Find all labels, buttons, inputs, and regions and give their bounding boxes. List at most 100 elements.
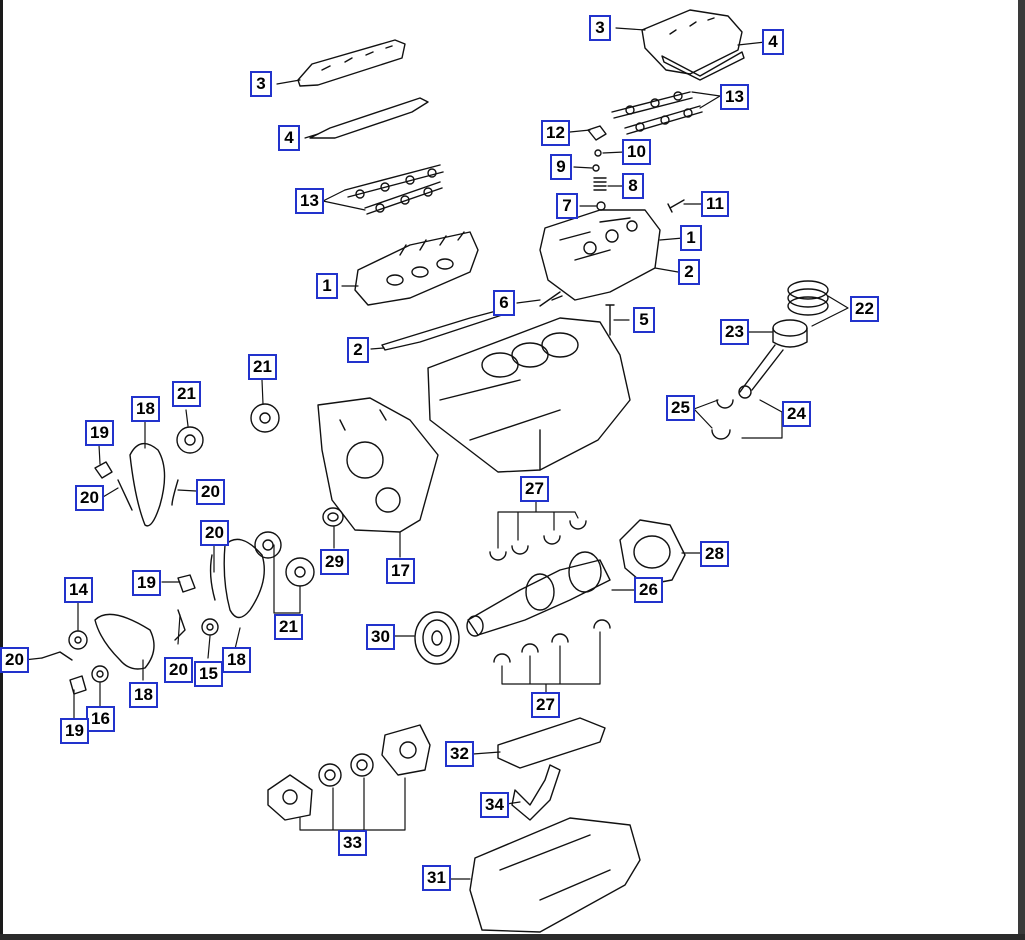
callout-tensioner-upper: 19 (85, 420, 114, 446)
callout-windage-tray: 32 (445, 741, 474, 767)
callout-head-stud: 5 (633, 307, 655, 333)
callout-camshafts-right: 13 (720, 84, 749, 110)
callout-main-bearings-lower: 27 (531, 692, 560, 718)
timing-chain-upper (129, 442, 166, 527)
callout-guide-upper-right: 20 (196, 479, 225, 505)
callout-piston: 23 (720, 319, 749, 345)
chain-guide-middle (209, 554, 216, 601)
callout-tensioner-middle: 19 (132, 570, 161, 596)
callout-timing-chain-upper: 18 (131, 396, 160, 422)
callout-oil-pan: 31 (422, 865, 451, 891)
valve-spring (593, 177, 607, 191)
callout-oil-pump: 33 (338, 830, 367, 856)
cam-sprocket-upper-2 (176, 426, 204, 454)
frame-bottom-border (0, 934, 1025, 940)
valve-cover-gasket-left (309, 97, 429, 139)
callout-idler-sprocket: 14 (64, 577, 93, 603)
oil-pump-housing (267, 774, 313, 821)
idler-sprocket-2 (201, 618, 219, 636)
cylinder-head-left (354, 231, 479, 306)
harmonic-balancer (414, 611, 460, 665)
idler-sprocket (68, 630, 88, 650)
piston (772, 319, 808, 348)
callout-valve: 11 (701, 191, 729, 217)
callout-timing-cover: 17 (386, 558, 415, 584)
callout-rod-bearings: 25 (666, 395, 695, 421)
callout-gasket-right: 4 (762, 29, 784, 55)
callout-valve-retainer: 7 (556, 193, 578, 219)
crankshaft (466, 551, 611, 637)
oil-pickup-tube (511, 764, 561, 821)
chain-guide-upper-right (171, 479, 179, 506)
callout-rocker-arm: 12 (541, 120, 570, 146)
cylinder-head-right (539, 209, 661, 301)
callout-main-bearings-upper: 27 (520, 476, 549, 502)
timing-chain-middle (223, 538, 265, 619)
oil-pump-gear-inner (350, 753, 374, 777)
frame-left-border (0, 0, 3, 940)
callout-cam-sprocket-upper-2: 21 (172, 381, 201, 407)
callout-head-gasket-left: 2 (347, 337, 369, 363)
callout-camshafts-left: 13 (295, 188, 324, 214)
engine-block (427, 317, 631, 473)
callout-valve-lifter: 10 (622, 139, 651, 165)
callout-front-seal: 29 (320, 549, 349, 575)
chain-guide-left (41, 651, 73, 661)
valve-lifter (594, 149, 602, 157)
rear-seal-housing (619, 519, 686, 586)
rocker-arm (587, 125, 607, 141)
connecting-rod (738, 344, 784, 399)
callout-head-gasket-right: 2 (678, 259, 700, 285)
callout-harmonic-balancer: 30 (366, 624, 395, 650)
valve-key (592, 164, 600, 172)
windage-tray (497, 717, 606, 769)
camshafts-left (344, 164, 444, 215)
crank-sprocket (91, 665, 109, 683)
callout-guide-middle: 20 (200, 520, 229, 546)
piston-rings (787, 280, 829, 316)
timing-cover (317, 397, 439, 533)
callout-cylinder-head-right: 1 (680, 225, 702, 251)
chain-tensioner-lower (69, 675, 87, 695)
oil-pump-gear-outer (318, 763, 342, 787)
callout-cam-sprockets-lower: 21 (274, 614, 303, 640)
valve-cover-left (297, 39, 406, 87)
callout-valve-cover-left: 3 (250, 71, 272, 97)
cam-sprocket-lower-1 (254, 531, 282, 559)
chain-guide-upper-left (117, 479, 133, 511)
callout-valve-key: 9 (550, 154, 572, 180)
front-seal (322, 507, 344, 527)
callout-timing-chain-lower: 18 (129, 682, 158, 708)
oil-pump-cover (381, 724, 431, 776)
frame-right-border (1018, 0, 1025, 940)
callout-timing-chain-middle: 18 (222, 647, 251, 673)
timing-chain-lower (94, 613, 155, 670)
callout-gasket-left: 4 (278, 125, 300, 151)
main-bearings-upper (489, 520, 587, 561)
callout-piston-rings: 22 (850, 296, 879, 322)
callout-rear-seal-housing: 28 (700, 541, 729, 567)
chain-tensioner-upper (94, 461, 113, 479)
callout-guide-upper-left: 20 (75, 485, 104, 511)
valve (667, 199, 685, 213)
oil-pan (469, 817, 641, 933)
rod-bearings (711, 399, 734, 440)
leader-lines (23, 27, 849, 880)
callout-cylinder-head-left: 1 (316, 273, 338, 299)
main-bearings-lower (493, 619, 611, 663)
valve-cover-gasket-right (661, 51, 745, 81)
cam-sprocket-upper-1 (250, 403, 280, 433)
chain-tensioner-middle (177, 574, 196, 593)
callout-connecting-rod: 24 (782, 401, 811, 427)
head-stud (605, 304, 615, 336)
callout-oil-pickup: 34 (480, 792, 509, 818)
head-bolt (539, 291, 563, 307)
callout-crankshaft: 26 (634, 577, 663, 603)
valve-cover-right (641, 9, 743, 75)
callout-head-bolt: 6 (493, 290, 515, 316)
callout-crank-sprocket: 16 (86, 706, 115, 732)
callout-tensioner-lower: 19 (60, 718, 89, 744)
callout-valve-cover-right: 3 (589, 15, 611, 41)
